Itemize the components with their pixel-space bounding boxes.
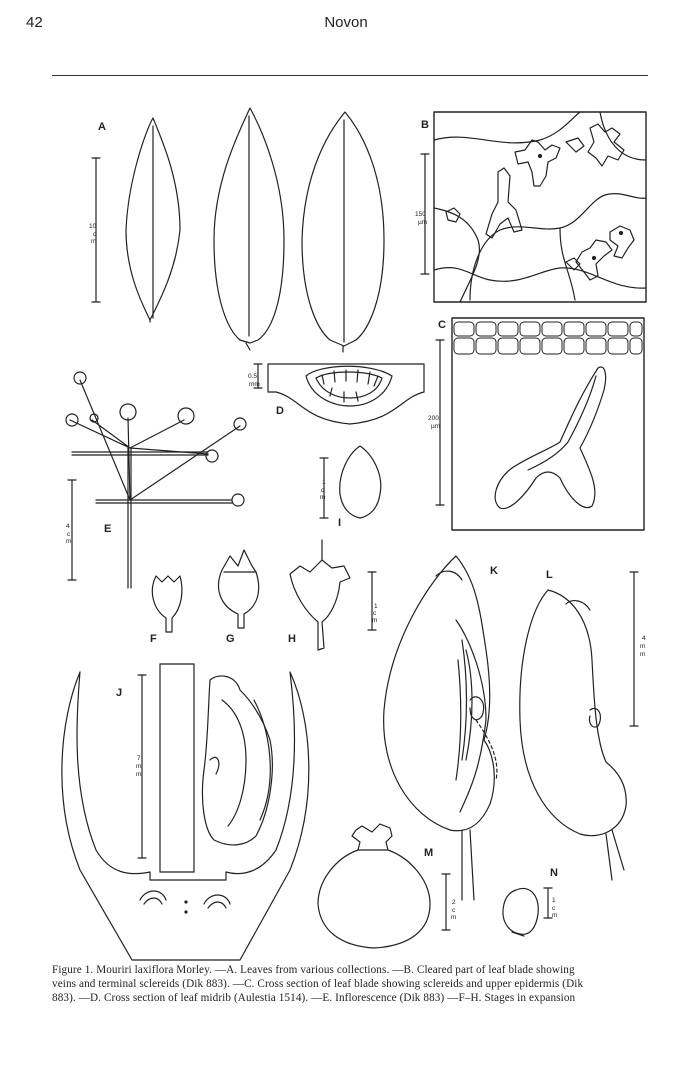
panel-label-f: F — [150, 633, 157, 645]
panel-n-seed: N 1 c m — [502, 867, 558, 937]
panel-label-b: B — [421, 119, 429, 131]
panel-label-e: E — [104, 523, 111, 535]
scale-d-unit: mm — [249, 381, 260, 388]
scale-i-unit2: m — [320, 494, 325, 501]
scale-e-unit2: m — [66, 538, 71, 545]
panel-b-cleared-leaf: B 150 µm — [415, 111, 647, 303]
panel-label-i: I — [338, 517, 341, 529]
caption-line-1: Figure 1. Mouriri laxiflora Morley. —A. … — [52, 964, 575, 976]
page-number: 42 — [26, 14, 43, 31]
panel-a-leaves: A 10 c m — [89, 107, 385, 353]
scale-i-unit1: c — [321, 487, 325, 494]
panel-label-m: M — [424, 847, 433, 859]
panel-j-flower-section: J 7 m m — [61, 663, 310, 961]
panel-label-c: C — [438, 319, 446, 331]
panel-label-g: G — [226, 633, 235, 645]
caption-line-2: veins and terminal sclereids (Dik 883). … — [52, 978, 584, 990]
scale-d-value: 0.5 — [248, 373, 257, 380]
scale-m-unit2: m — [451, 914, 456, 921]
scale-n-unit1: c — [552, 905, 556, 912]
scale-j-unit1: m — [136, 763, 141, 770]
scale-j-unit2: m — [136, 771, 141, 778]
scale-h-unit1: c — [373, 610, 377, 617]
scale-e-unit1: c — [67, 531, 71, 538]
panel-label-d: D — [276, 405, 284, 417]
panel-c-cross-section: C 200 µm — [428, 317, 645, 531]
scale-a-unit2: m — [91, 238, 96, 245]
panel-d-midrib: D 0.5 mm — [248, 363, 425, 425]
scale-a-unit1: c — [93, 231, 97, 238]
figure-caption: Figure 1. Mouriri laxiflora Morley. —A. … — [52, 963, 648, 1005]
panel-fgh-flowers: F G H 1 c m — [150, 539, 378, 651]
panel-label-h: H — [288, 633, 296, 645]
panel-e-inflorescence: E 4 c m — [65, 371, 247, 589]
panel-label-j: J — [116, 687, 122, 699]
scale-b-value: 150 — [415, 211, 426, 218]
scale-h-unit2: m — [372, 617, 377, 624]
page-header: 42 Novon — [0, 0, 692, 80]
panel-kl-anthers: K L 4 m m — [383, 555, 646, 901]
scale-h-value: 1 — [374, 603, 378, 610]
panel-label-n: N — [550, 867, 558, 879]
scale-b-unit: µm — [418, 219, 427, 226]
scale-l-value: 4 — [642, 635, 646, 642]
caption-line-3: 883). —D. Cross section of leaf midrib (… — [52, 992, 576, 1004]
scale-c-unit: µm — [431, 423, 440, 430]
scale-j-value: 7 — [137, 755, 141, 762]
scale-m-value: 2 — [452, 899, 456, 906]
scale-m-unit1: c — [452, 907, 456, 914]
panel-m-fruit: M 2 c m — [317, 823, 456, 949]
panel-i-petal: I 1 c m — [319, 445, 382, 529]
journal-title: Novon — [324, 14, 368, 31]
scale-e-value: 4 — [66, 523, 70, 530]
scale-l-unit1: m — [640, 643, 645, 650]
panel-label-k: K — [490, 565, 498, 577]
panel-label-a: A — [98, 121, 106, 133]
panel-label-l: L — [546, 569, 553, 581]
scale-n-value: 1 — [552, 897, 556, 904]
scale-n-unit2: m — [552, 912, 557, 919]
header-rule — [52, 75, 648, 76]
scale-i-value: 1 — [322, 479, 326, 486]
scale-l-unit2: m — [640, 651, 645, 658]
scale-a-value: 10 — [89, 223, 97, 230]
scale-c-value: 200 — [428, 415, 439, 422]
